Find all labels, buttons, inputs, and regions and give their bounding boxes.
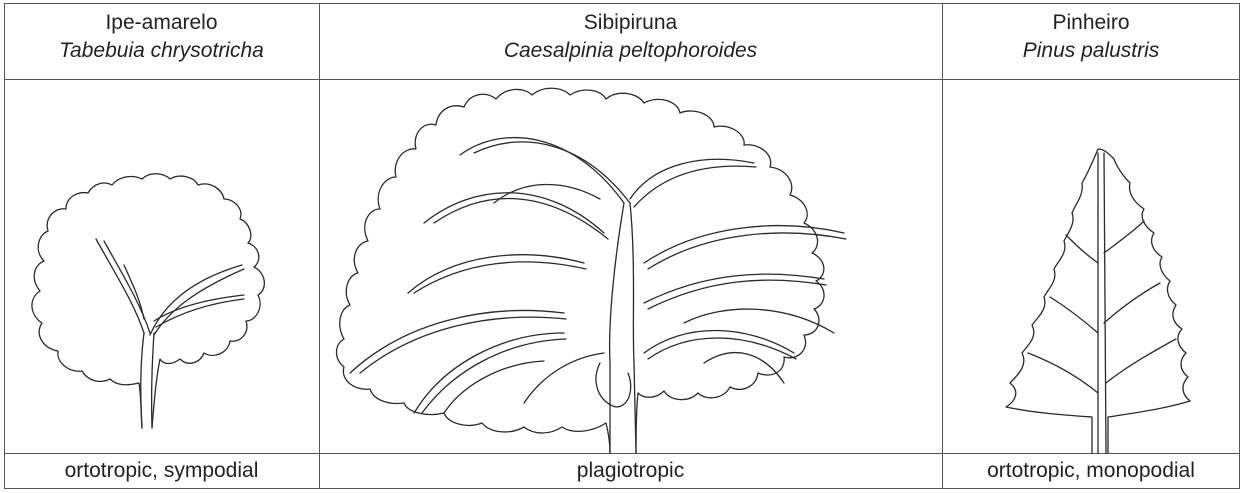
sibipiruna-arc-right-3	[684, 309, 834, 333]
pinheiro-branch-right-3	[1106, 339, 1176, 383]
sibipiruna-arc-lower-right	[644, 331, 794, 354]
ipe-branch-left	[96, 239, 144, 333]
ipe-branch-right	[150, 265, 242, 335]
sibipiruna-arc-lower-mid	[524, 353, 604, 403]
tree-drawings	[4, 3, 1240, 489]
pinheiro-branch-left-3	[1028, 353, 1098, 393]
sibipiruna-arc-left-3	[350, 311, 564, 374]
sibipiruna-arc-lower-left	[414, 333, 564, 413]
growth-label-ipe: ortotropic, sympodial	[4, 453, 319, 489]
sibipiruna-arc-mid-left	[494, 184, 600, 203]
sibipiruna-arc-lower-left-2	[444, 361, 544, 413]
pinheiro-branch-right-1	[1104, 221, 1144, 253]
sibipiruna-root-loop	[596, 363, 631, 407]
sibipiruna-tree-drawing	[337, 88, 847, 453]
pinheiro-branch-right-2	[1104, 283, 1160, 323]
sibipiruna-arc-left-2	[408, 255, 584, 293]
sibipiruna-trunk-right	[634, 363, 636, 453]
pinheiro-tree-drawing	[1006, 149, 1190, 453]
sibipiruna-crown-outline	[337, 88, 825, 453]
pinheiro-branch-left-2	[1050, 297, 1098, 333]
growth-label-sibipiruna: plagiotropic	[319, 453, 942, 489]
tree-architecture-figure: Ipe-amarelo Tabebuia chrysotricha Sibipi…	[4, 3, 1240, 489]
sibipiruna-branch-center	[610, 203, 624, 363]
pinheiro-branch-left-1	[1066, 235, 1098, 263]
growth-label-pinheiro: ortotropic, monopodial	[942, 453, 1240, 489]
pinheiro-trunk-right	[1104, 153, 1106, 453]
ipe-trunk-left	[141, 333, 144, 428]
sibipiruna-arc-lower-right-2	[704, 353, 784, 383]
ipe-tree-drawing	[32, 174, 264, 428]
